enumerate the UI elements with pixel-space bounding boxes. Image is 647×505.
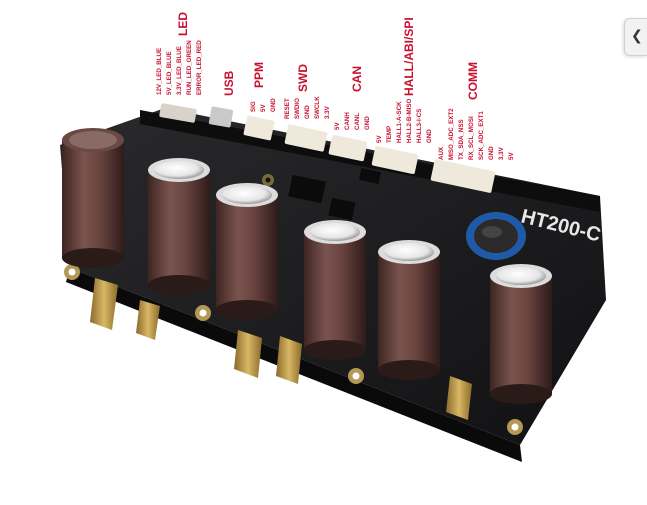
ic-chips	[288, 168, 382, 221]
label-led-pin: 12V_LED_BLUE	[156, 47, 163, 95]
label-can-pin: 5V	[334, 122, 341, 130]
label-comm-pin: AUX	[438, 146, 445, 160]
label-hall-pin: GND	[426, 129, 433, 143]
label-comm-pin: SCK_ADC_EXT1	[478, 111, 485, 160]
label-swd-pin: 3.3V	[324, 106, 331, 119]
label-usb: USB	[222, 70, 236, 96]
label-ppm-pin: SIG	[250, 101, 257, 112]
film-capacitor	[466, 212, 526, 260]
label-comm-pin: MISO_ADC_EXT2	[448, 108, 455, 160]
label-can-pin: CANH	[344, 112, 351, 130]
label-hall: HALL/ABI/SPI	[402, 17, 416, 96]
electrolytic-capacitors	[62, 128, 552, 404]
label-hall-pin: HALL1-A-SCK	[396, 101, 403, 143]
label-led-pin: 5V_LED_BLUE	[166, 51, 173, 95]
chevron-left-icon: ❮	[631, 28, 643, 44]
label-swd-pin: SWCLK	[314, 96, 321, 119]
label-ppm-pin: GND	[270, 98, 277, 112]
label-led-pin: 3.3V_LED_BLUE	[176, 46, 183, 95]
label-led-pin: RUN_LED_GREEN	[186, 40, 193, 95]
label-comm-pin: 3.3V	[498, 147, 505, 160]
bus-bars	[90, 278, 472, 420]
label-hall-pin: HALL2-B-MISO	[406, 98, 413, 143]
label-ppm-pin: 5V	[260, 104, 267, 112]
expand-panel-button[interactable]: ❮	[624, 18, 647, 56]
label-swd-pin: GND	[304, 105, 311, 119]
label-hall-pin: HALL3-I-CS	[416, 108, 423, 143]
mounting-holes	[64, 174, 523, 435]
label-comm-pin: GND	[488, 146, 495, 160]
connectors	[159, 103, 496, 193]
label-comm-pin: 5V	[508, 152, 515, 160]
label-swd: SWD	[296, 64, 310, 92]
label-ppm: PPM	[252, 61, 266, 88]
label-can-pin: GND	[364, 116, 371, 130]
label-can-pin: CANL	[354, 112, 361, 130]
label-comm: COMM	[466, 62, 480, 100]
label-swd-pin: SWDIO	[294, 98, 301, 119]
label-swd-pin: RESET	[284, 98, 291, 119]
label-hall-pin: 5V	[376, 135, 383, 143]
label-hall-pin: TEMP	[386, 125, 393, 143]
label-can: CAN	[350, 66, 364, 92]
label-comm-pin: RX_SCL_MOSI	[468, 116, 475, 160]
label-led: LED	[176, 12, 190, 36]
label-comm-pin: TX_SDA_NSS	[458, 119, 465, 160]
label-led-pin: ERROR_LED_RED	[196, 40, 203, 95]
